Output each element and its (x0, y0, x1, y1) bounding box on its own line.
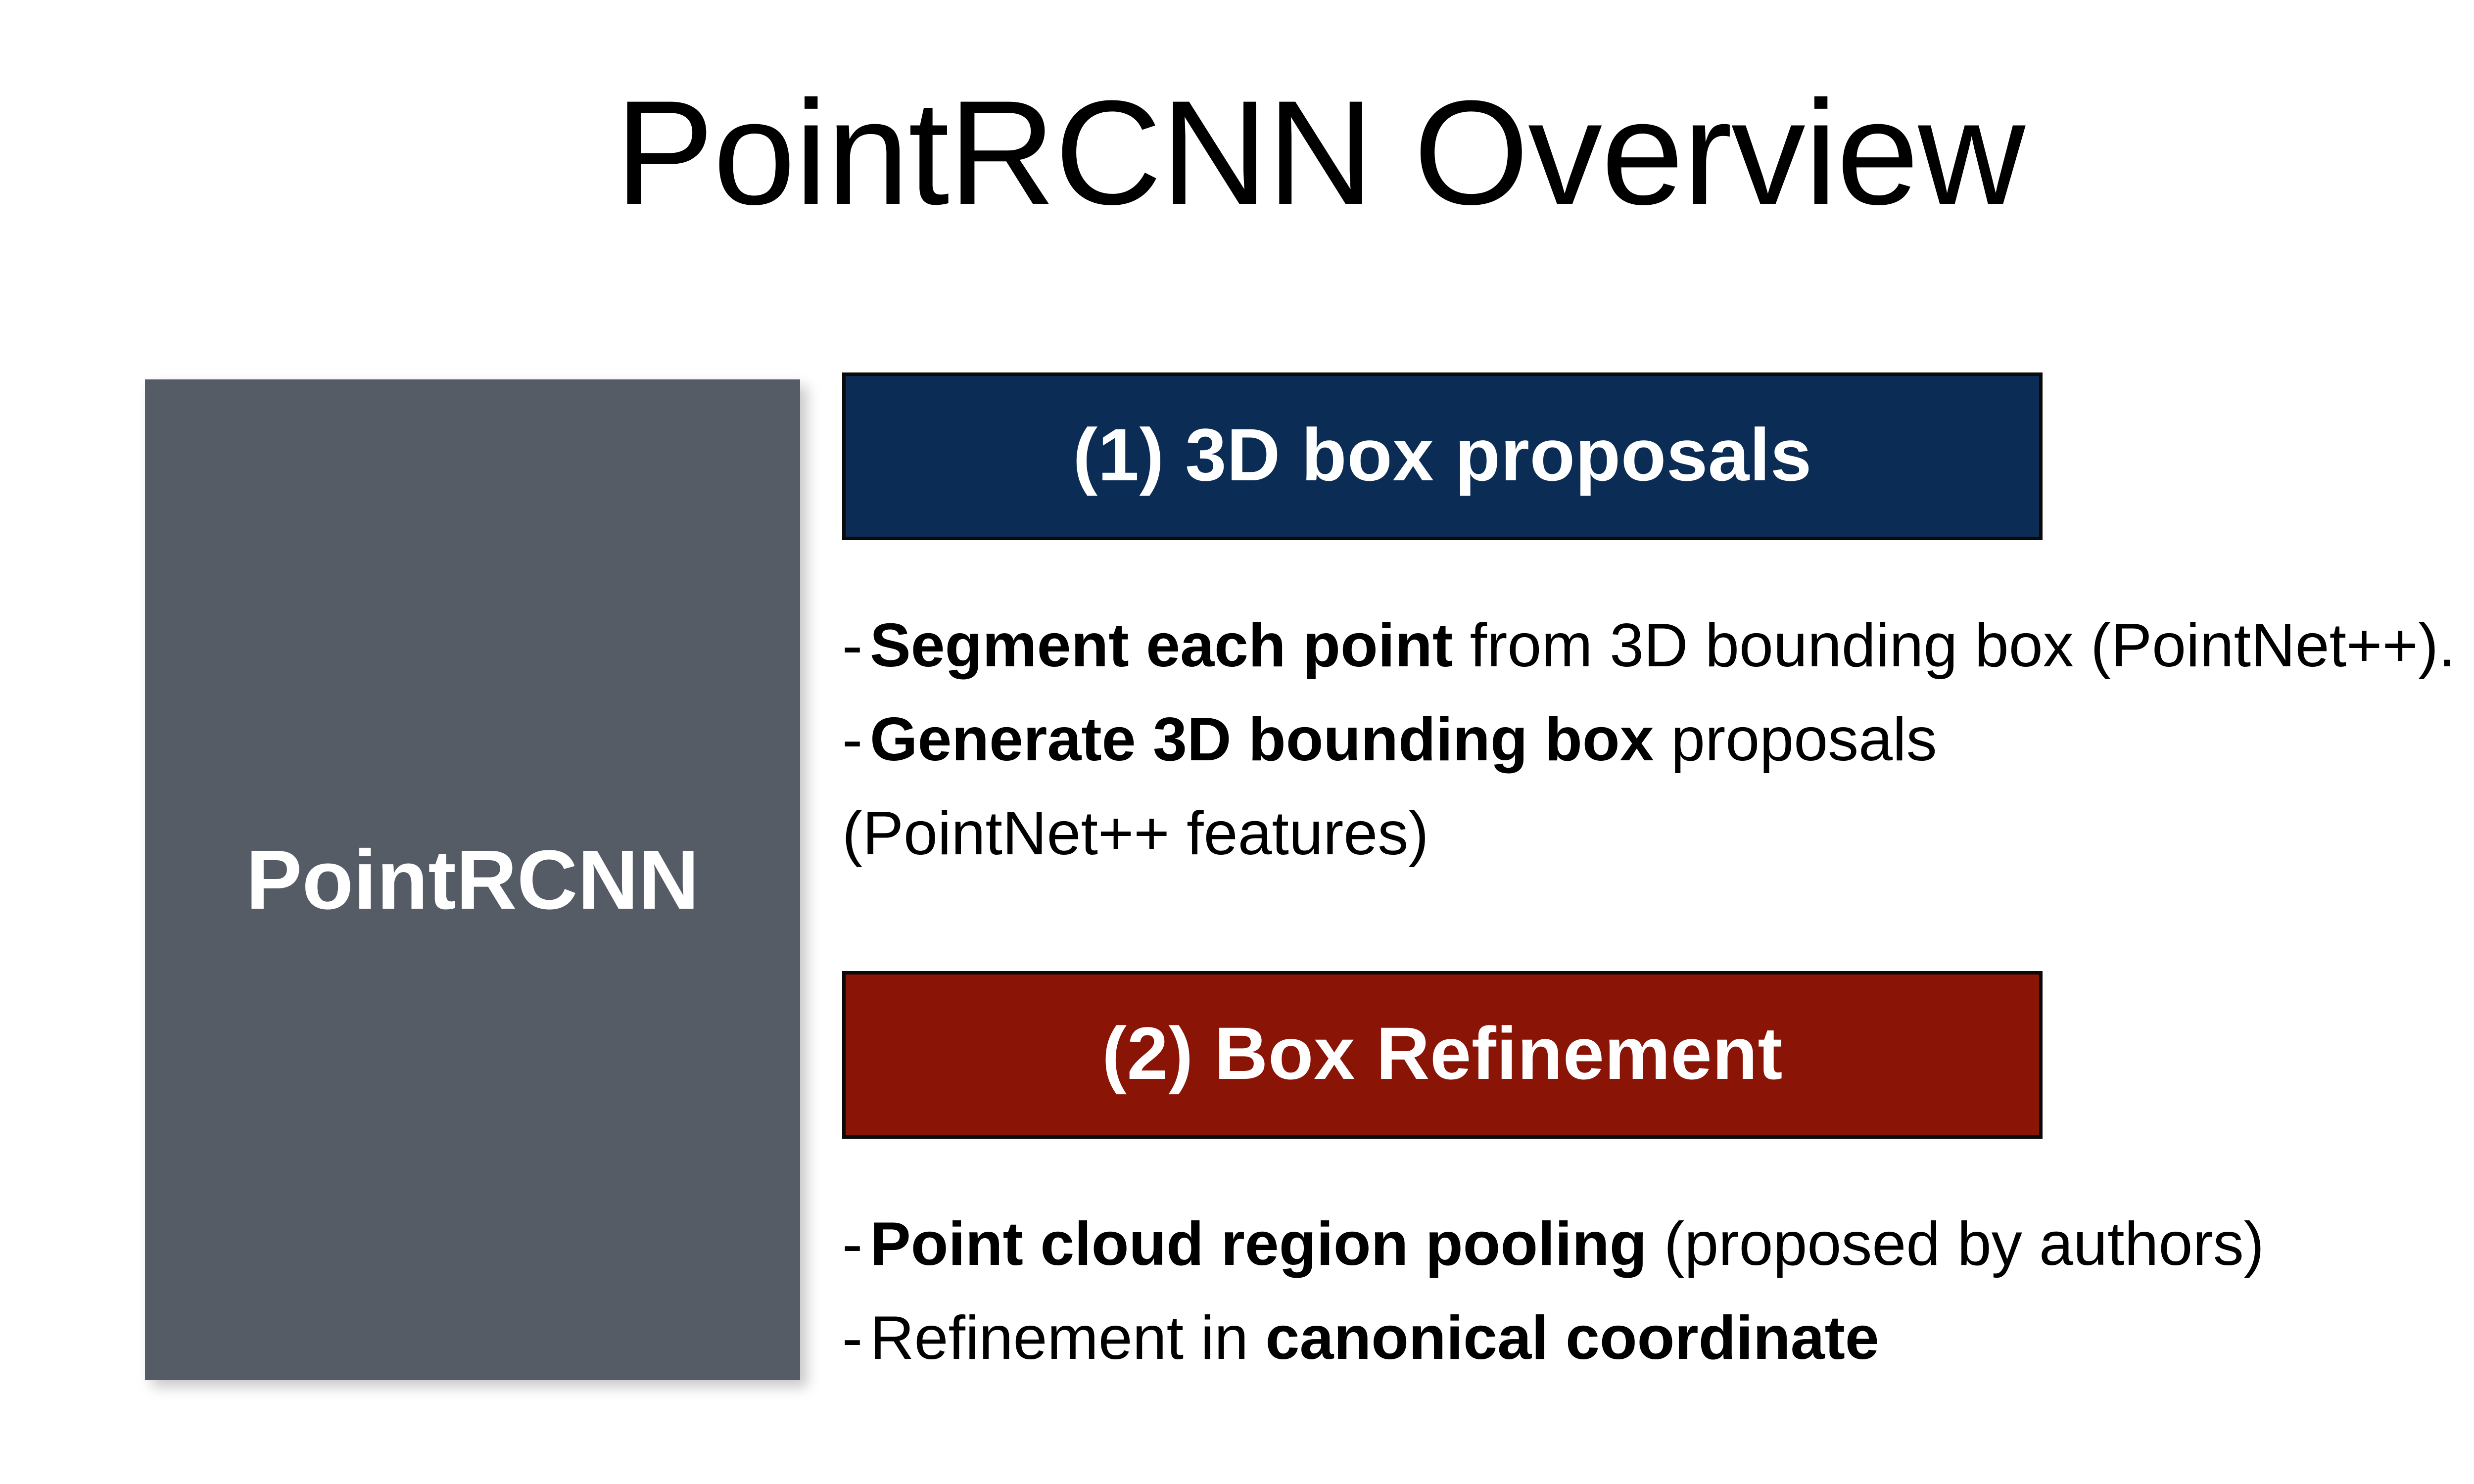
pointrcnn-model-panel: PointRCNN (145, 379, 800, 1380)
bullet-continuation-line: (PointNet++ features) (842, 787, 2456, 881)
bullet-rest-text: from 3D bounding box (PointNet++). (1453, 611, 2456, 680)
bullet-dash: - (842, 1210, 863, 1278)
bullet-item: -Point cloud region pooling (proposed by… (842, 1197, 2264, 1291)
section-banner-box-refinement: (2) Box Refinement (842, 971, 2043, 1139)
section-banner-label-1: (1) 3D box proposals (1073, 413, 1812, 496)
bullet-list-section-2: -Point cloud region pooling (proposed by… (842, 1197, 2264, 1385)
bullet-bold-text: Generate 3D bounding box (870, 705, 1654, 774)
bullet-lead-text: Refinement in (870, 1304, 1266, 1372)
bullet-rest-text: (proposed by authors) (1647, 1210, 2265, 1278)
bullet-item: -Segment each point from 3D bounding box… (842, 599, 2456, 693)
bullet-list-section-1: -Segment each point from 3D bounding box… (842, 599, 2456, 881)
bullet-item: -Generate 3D bounding box proposals (842, 693, 2456, 787)
pointrcnn-model-panel-label: PointRCNN (246, 833, 699, 927)
bullet-continuation-text: (PointNet++ features) (842, 799, 1429, 868)
bullet-dash: - (842, 1304, 863, 1372)
page-title: PointRCNN Overview (615, 69, 2025, 235)
bullet-bold-text: Segment each point (870, 611, 1453, 680)
bullet-bold-text: canonical coordinate (1265, 1304, 1879, 1372)
bullet-dash: - (842, 611, 863, 680)
bullet-bold-text: Point cloud region pooling (870, 1210, 1647, 1278)
bullet-rest-text: proposals (1654, 705, 1937, 774)
bullet-item: -Refinement in canonical coordinate (842, 1291, 2264, 1385)
section-banner-3d-box-proposals: (1) 3D box proposals (842, 372, 2043, 540)
bullet-dash: - (842, 705, 863, 774)
section-banner-label-2: (2) Box Refinement (1102, 1011, 1783, 1095)
